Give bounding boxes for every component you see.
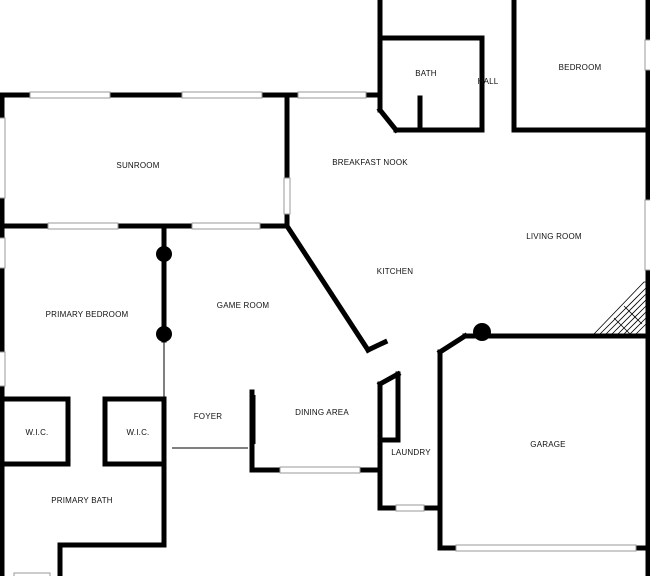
label-living-room: LIVING ROOM [526,232,582,241]
label-hall: HALL [478,77,499,86]
label-bedroom: BEDROOM [559,63,602,72]
label-foyer: FOYER [194,412,223,421]
stairs [593,281,648,335]
column-lower [156,326,172,342]
label-dining-area: DINING AREA [295,408,349,417]
column-garage [473,323,491,341]
windows [0,39,650,576]
label-laundry: LAUNDRY [391,448,431,457]
label-wic-left: W.I.C. [26,428,49,437]
label-primary-bath: PRIMARY BATH [51,496,113,505]
columns [156,246,491,342]
column-upper [156,246,172,262]
label-wic-right: W.I.C. [127,428,150,437]
label-sunroom: SUNROOM [116,161,159,170]
door-openings [163,340,397,449]
label-bath: BATH [415,69,437,78]
label-primary-bedroom: PRIMARY BEDROOM [46,310,129,319]
label-garage: GARAGE [530,440,565,449]
label-game-room: GAME ROOM [217,301,270,310]
label-breakfast-nook: BREAKFAST NOOK [332,158,408,167]
room-labels: BATH HALL BEDROOM SUNROOM BREAKFAST NOOK… [26,63,602,505]
label-kitchen: KITCHEN [377,267,414,276]
